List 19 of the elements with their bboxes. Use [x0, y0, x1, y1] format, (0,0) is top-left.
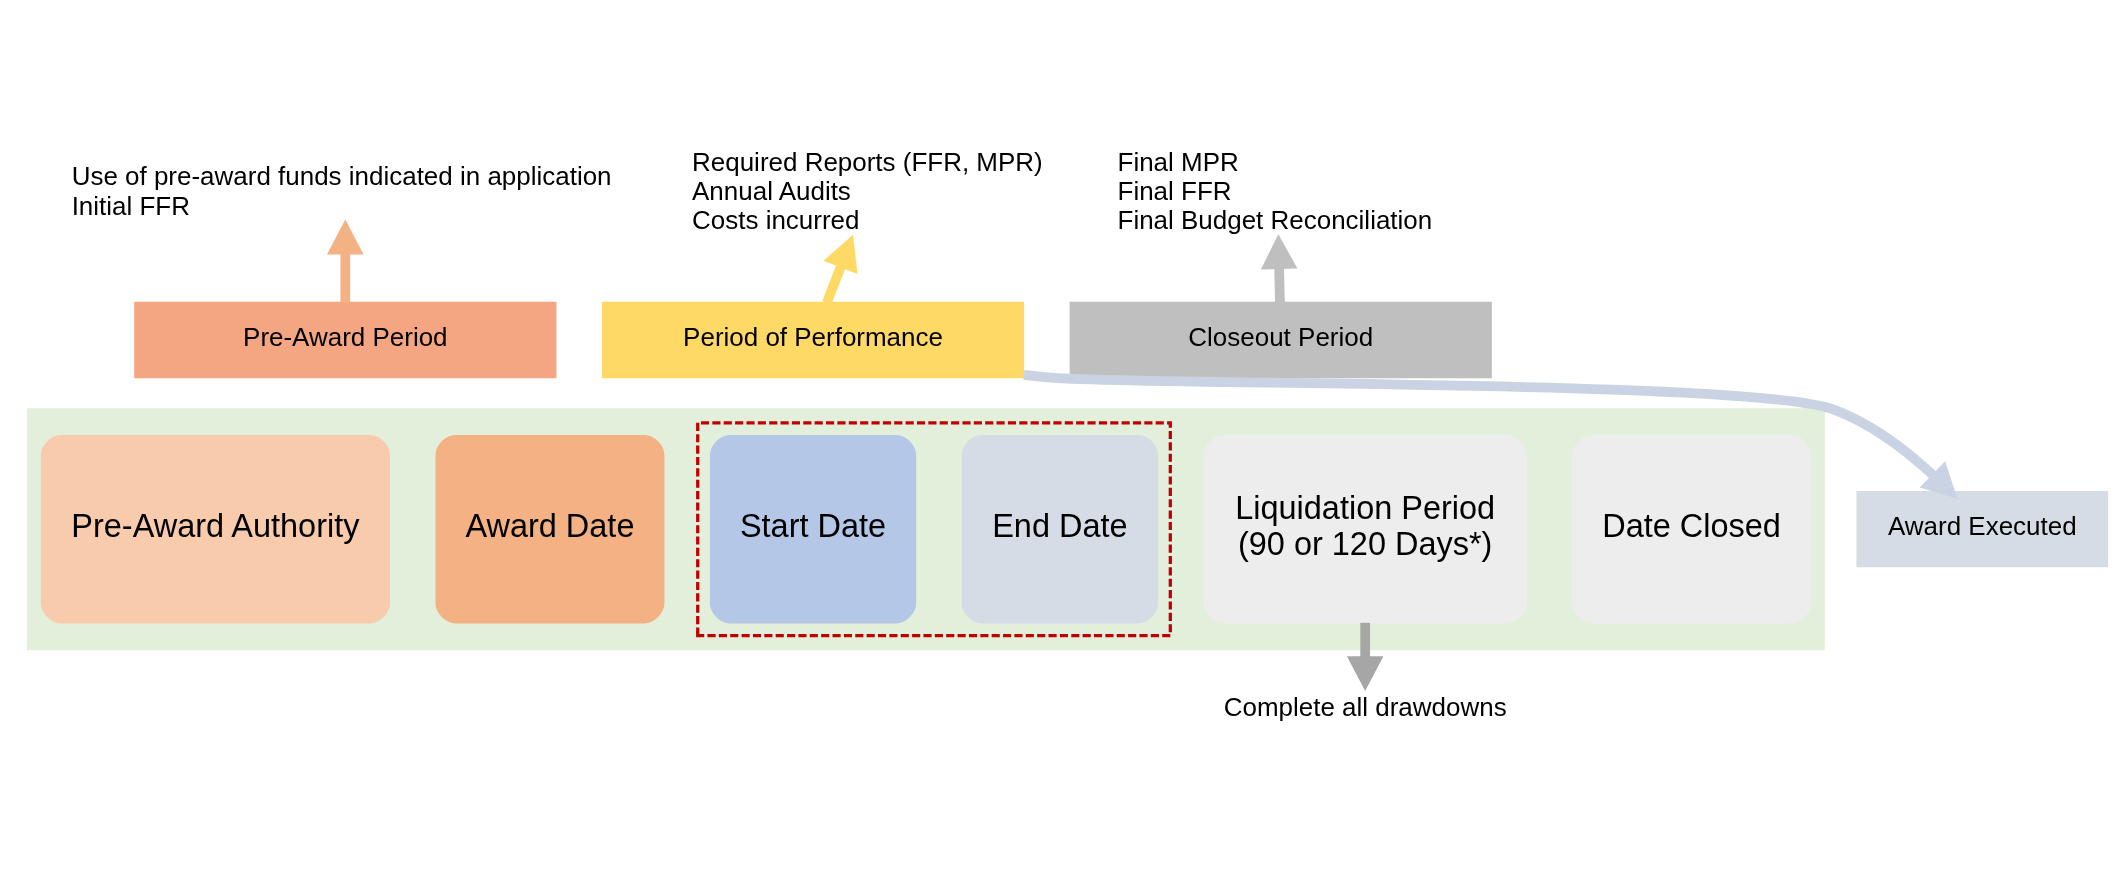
node-box: Pre-Award Authority: [40, 434, 390, 623]
node-box: Award Date: [435, 434, 665, 623]
node-text: Use of pre-award funds indicated in application Initial FFR: [71, 160, 612, 221]
cluster: [27, 407, 1825, 650]
arrow: [327, 219, 364, 303]
node-box: Pre-Award Period: [134, 301, 557, 378]
node-box: Period of Performance: [601, 301, 1025, 378]
arrow: [1346, 622, 1384, 691]
arrow: [822, 234, 858, 304]
node-text: Final MPR Final FFR Final Budget Reconciliation: [1117, 146, 1433, 235]
node-box: Closeout Period: [1069, 301, 1492, 378]
node-box: Award Executed: [1856, 490, 2109, 567]
node-box: Start Date: [709, 434, 917, 623]
arrow: [1023, 369, 1958, 499]
arrow: [1260, 233, 1298, 303]
node-text: Complete all drawdowns: [1223, 691, 1507, 722]
node-text: Required Reports (FFR, MPR) Annual Audits Costs incurred: [692, 146, 1043, 235]
node-box: Liquidation Period (90 or 120 Days*): [1203, 434, 1527, 623]
cluster: [696, 420, 1172, 637]
